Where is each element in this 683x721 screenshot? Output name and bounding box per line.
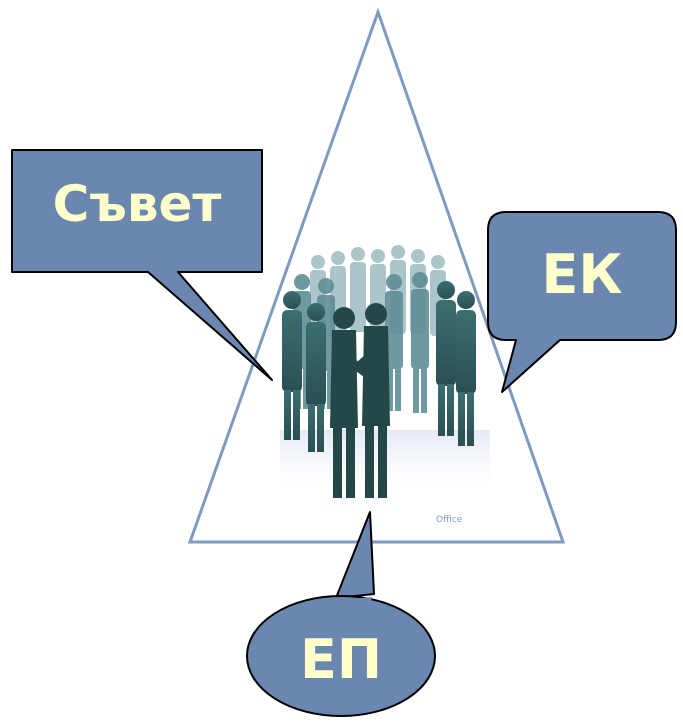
- image-watermark: Office: [436, 515, 463, 525]
- handshake-figures: [330, 303, 390, 498]
- callout-commission-label: ЕК: [541, 243, 622, 306]
- callout-commission: ЕК: [487, 211, 677, 393]
- callout-council-shape: [11, 149, 273, 381]
- crowd-right-figures: [436, 281, 476, 446]
- crowd-left-figures: [282, 291, 326, 452]
- callout-parliament: ЕП: [246, 511, 436, 717]
- callout-commission-shape: [487, 211, 677, 393]
- crowd-image: Office: [280, 245, 490, 525]
- callout-council-label: Съвет: [53, 175, 222, 233]
- callout-parliament-shape: [246, 595, 436, 717]
- callout-council: Съвет: [11, 149, 273, 381]
- callout-parliament-label: ЕП: [300, 628, 382, 691]
